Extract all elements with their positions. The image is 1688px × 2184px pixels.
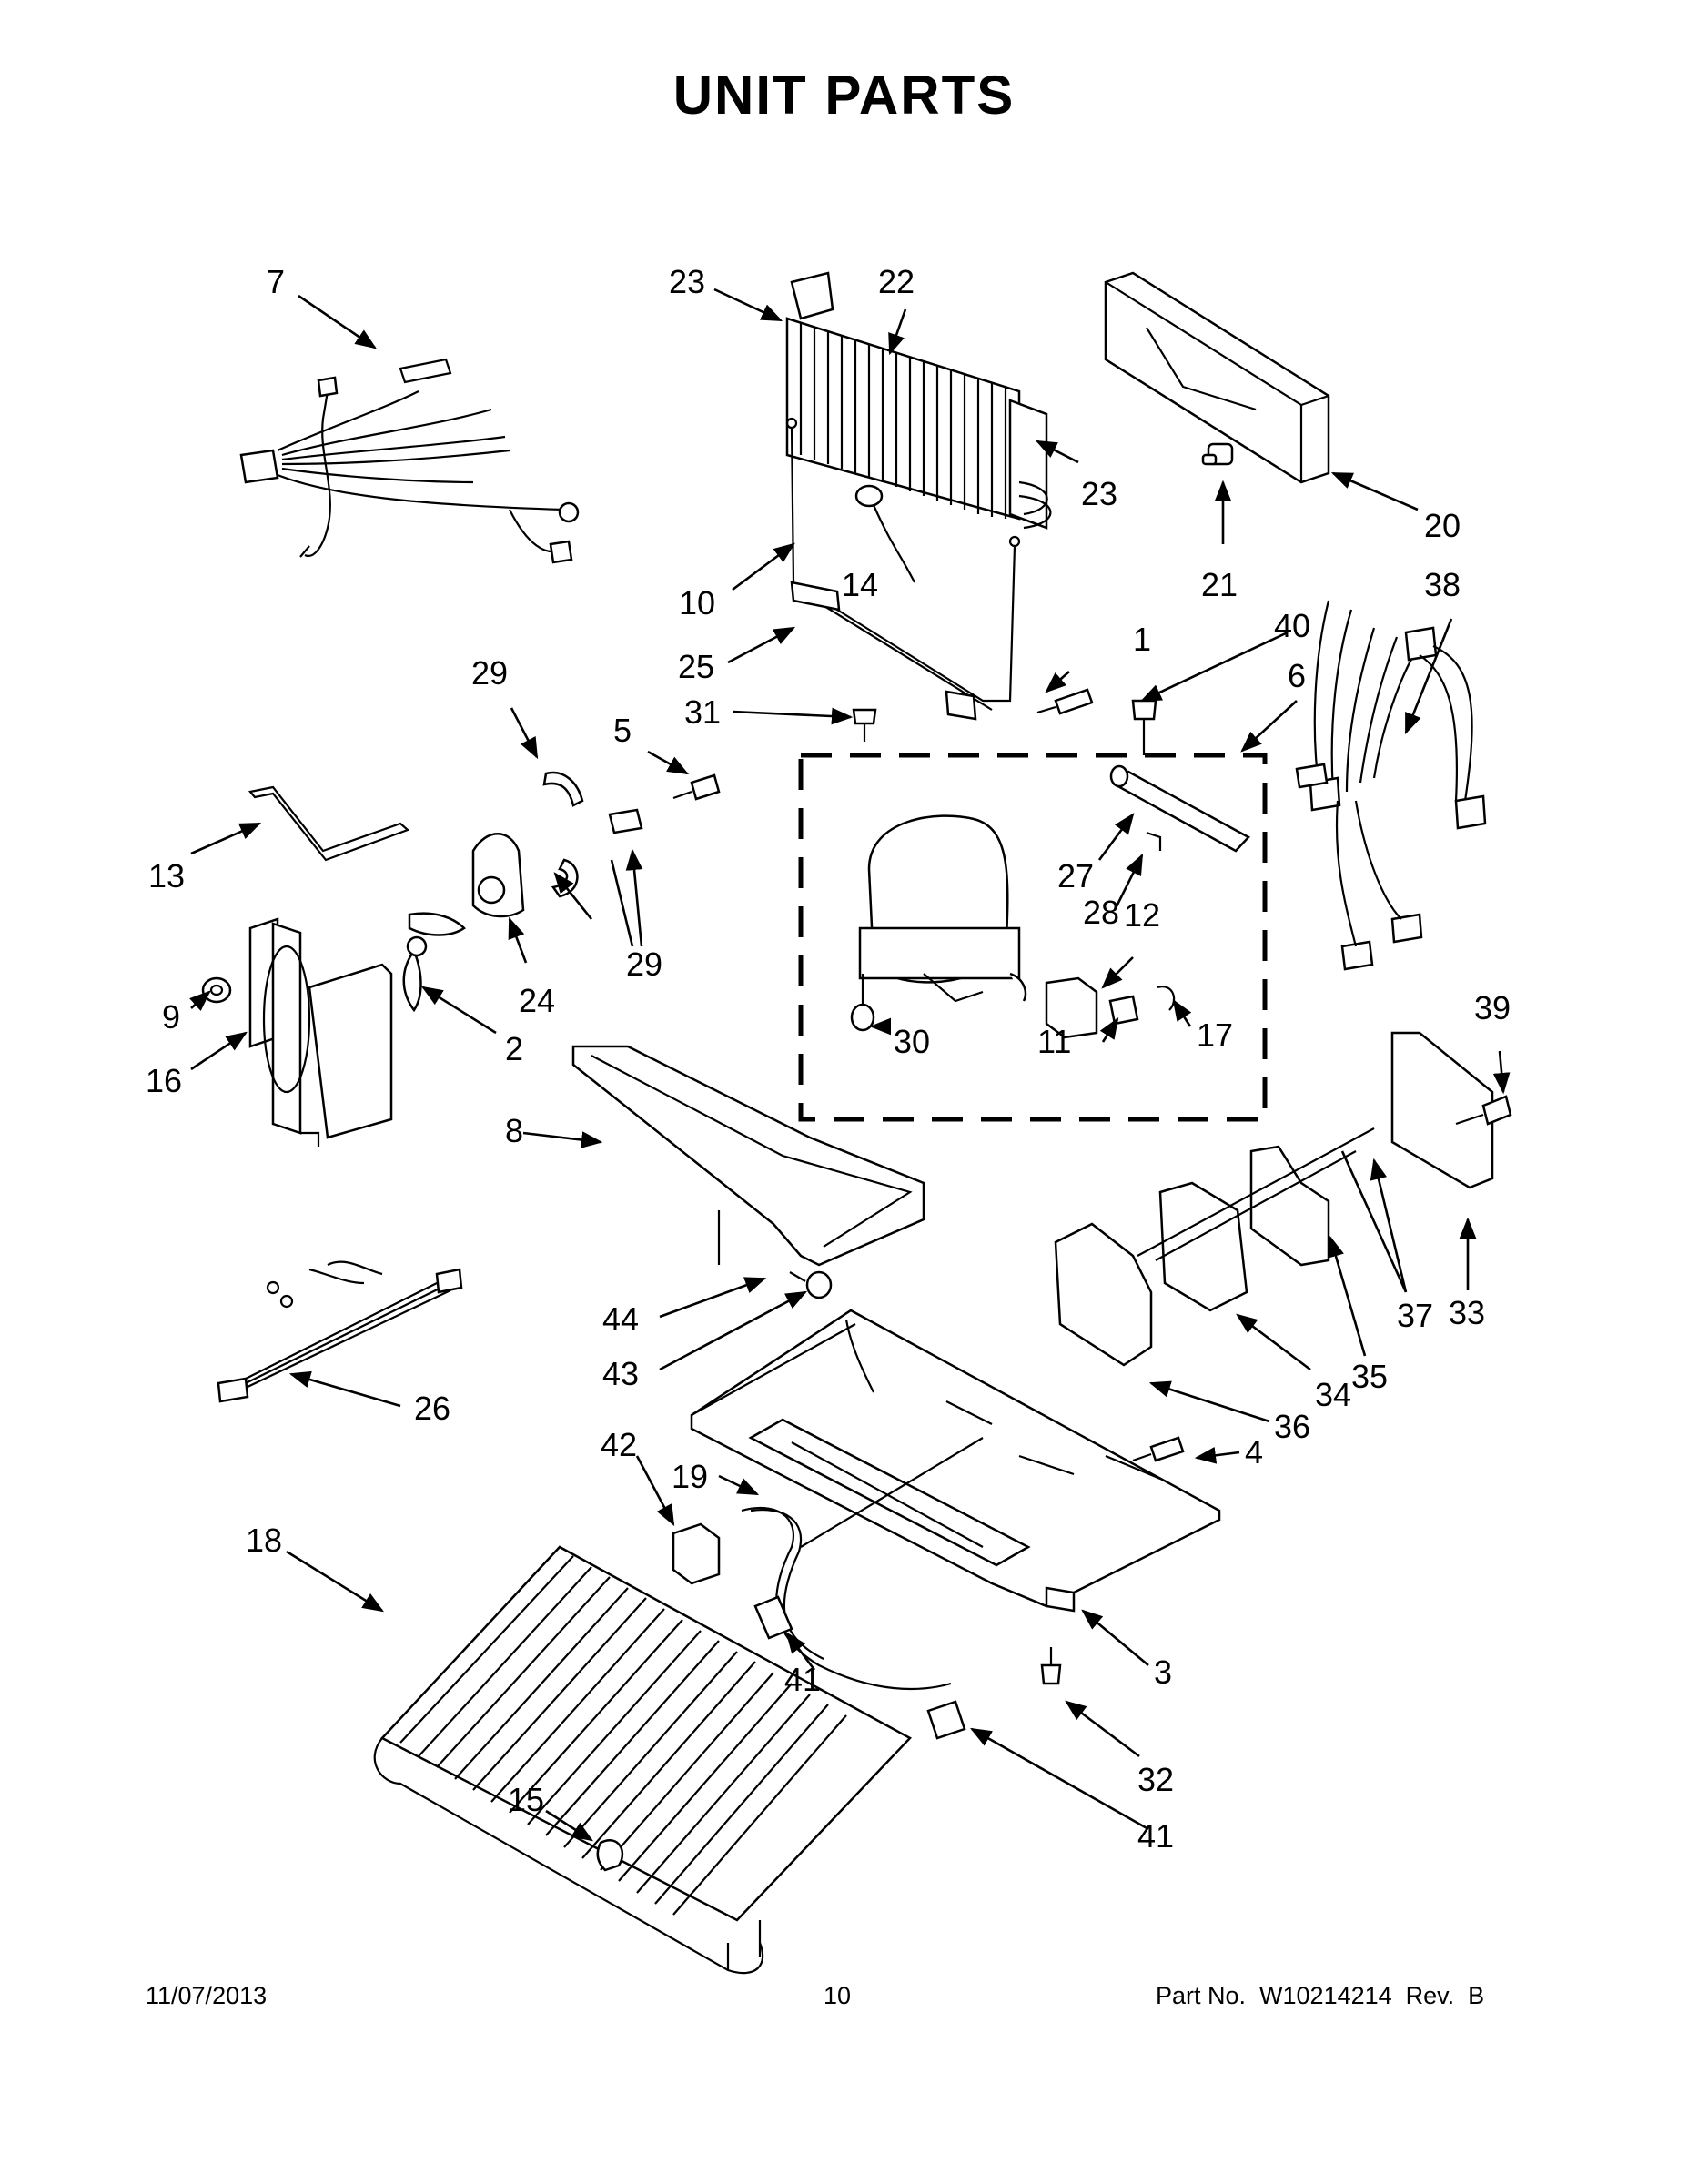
callout-34: 34 [1315,1376,1351,1413]
callout-23: 23 [1081,475,1117,512]
part-sensor-21 [1201,442,1234,466]
callout-7: 7 [267,263,285,300]
callout-17: 17 [1197,1016,1233,1054]
part-compressor [858,814,1027,1003]
callout-2: 2 [505,1030,523,1067]
callout-1: 1 [1133,621,1151,658]
part-block-42 [672,1522,721,1585]
callout-8: 8 [505,1112,523,1149]
part-screw-40 [1131,699,1157,755]
part-relay-12 [1045,976,1098,1039]
callout-38: 38 [1424,566,1461,603]
part-cover-20 [1104,271,1330,484]
callout-42: 42 [601,1426,637,1463]
callout-41: 41 [1137,1817,1174,1855]
callout-31: 31 [684,693,721,731]
part-evaporator-22 [785,271,1052,530]
part-screw-31 [852,708,877,742]
part-rod-37 [1137,1127,1375,1261]
part-suction-line-10 [785,417,1021,721]
callout-16: 16 [146,1062,182,1099]
part-fan-shroud-16 [248,917,393,1147]
part-gasket-13 [248,785,410,862]
part-grommet-30 [850,974,875,1032]
callout-numbers: 7 23 22 23 20 21 38 10 14 25 1 40 6 29 5… [146,263,1511,1855]
part-control-bracket-33 [1390,1031,1494,1189]
callout-14: 14 [842,566,878,603]
callout-18: 18 [246,1522,282,1559]
callout-30: 30 [894,1023,930,1060]
callout-29: 29 [626,945,662,983]
callout-41: 41 [784,1661,821,1698]
part-screw-5 [672,774,721,801]
callout-13: 13 [148,857,185,895]
callout-15: 15 [508,1781,544,1818]
part-condenser-18 [373,1545,913,1975]
footer-date: 11/07/2013 [146,1982,268,2009]
callout-44: 44 [602,1300,639,1338]
callout-22: 22 [878,263,915,300]
part-screw-4 [1132,1436,1185,1462]
part-drain-pan-8 [571,1045,925,1267]
part-wire-harness-7 [239,358,580,564]
part-fan-blade-2 [402,912,466,1013]
callout-6: 6 [1288,657,1306,694]
part-pin-44 [789,1271,806,1282]
callout-43: 43 [602,1355,639,1392]
part-board-34 [1158,1181,1248,1312]
compressor-kit-outline-6 [798,753,1268,1122]
callout-10: 10 [679,584,715,622]
callout-9: 9 [162,998,180,1036]
callout-32: 32 [1137,1761,1174,1798]
callout-39: 39 [1474,989,1511,1026]
callout-27: 27 [1057,857,1094,895]
part-grommet-41 [753,1595,966,1740]
callout-25: 25 [678,648,714,685]
callout-24: 24 [519,982,555,1019]
part-bracket-3 [1045,1586,1076,1613]
part-thermistor-14 [854,484,915,583]
footer-page-number: 10 [824,1982,852,2009]
callout-35: 35 [1351,1358,1388,1395]
callout-11: 11 [1037,1023,1071,1060]
callout-37: 37 [1397,1297,1433,1334]
callout-20: 20 [1424,507,1461,544]
callout-40: 40 [1274,607,1310,644]
part-cover-36 [1054,1222,1153,1367]
callout-23: 23 [669,263,705,300]
callout-12: 12 [1124,896,1160,934]
part-clip-15 [596,1839,624,1872]
callout-28: 28 [1083,894,1119,931]
part-clip-17 [1157,986,1176,1011]
callout-3: 3 [1154,1653,1172,1691]
callout-29: 29 [471,654,508,692]
callout-5: 5 [613,712,632,749]
callout-36: 36 [1274,1408,1310,1445]
part-fan-motor-24 [471,833,525,918]
callout-33: 33 [1449,1294,1485,1331]
part-grommet-9 [201,976,232,1004]
callout-19: 19 [672,1458,708,1495]
callout-4: 4 [1245,1433,1263,1471]
part-screw-1 [1036,688,1094,715]
part-wire-harness-38 [1295,600,1487,971]
page-title: UNIT PARTS [672,65,1016,126]
callout-26: 26 [414,1390,450,1427]
part-base-plate [690,1309,1221,1608]
part-screw-32 [1040,1647,1062,1685]
leader-lines [189,288,1511,1842]
part-drier-27 [1109,764,1251,853]
callout-21: 21 [1201,566,1238,603]
footer-part-number: Part No. W10214214 Rev. B [1156,1982,1485,2009]
part-overload-11 [1108,995,1139,1026]
part-harness-26 [217,1260,463,1403]
part-grommet-43 [805,1270,833,1299]
part-bracket-35 [1249,1145,1330,1267]
part-screw-39 [1455,1095,1512,1126]
